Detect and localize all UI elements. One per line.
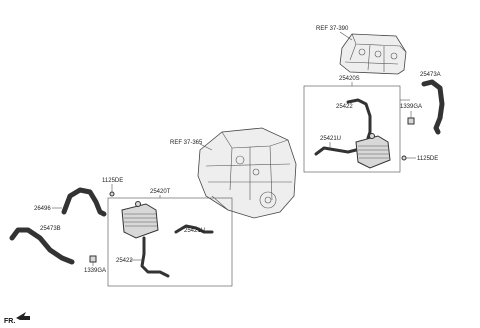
part-25421U-upper-label: 25421U (320, 136, 341, 142)
part-1125DE-right-label: 1125DE (417, 156, 438, 162)
leader-ref-37-365 (199, 143, 213, 151)
hose-25422-upper (346, 98, 372, 140)
oil-cooler-upper (355, 133, 391, 169)
controller-unit-drawing (339, 33, 407, 75)
part-25420S-label: 25420S (339, 76, 360, 82)
bolt-1125DE-left (109, 191, 115, 197)
detail-box-lower (107, 197, 233, 287)
clamp-1339GA-lower (89, 255, 97, 263)
oil-cooler-lower (121, 201, 159, 239)
front-arrow-icon (16, 312, 30, 320)
part-1125DE-left-label: 1125DE (102, 178, 123, 184)
hose-25422-lower (140, 236, 170, 278)
hose-26496 (61, 187, 107, 217)
leader-ref-37-390 (339, 31, 353, 41)
hose-25421U-upper (314, 146, 358, 156)
ref-37-390-label: REF 37-390 (316, 26, 349, 32)
hose-25473A (421, 79, 445, 135)
part-26496-label: 26496 (34, 206, 51, 212)
part-25473B-label: 25473B (40, 226, 61, 232)
part-25421U-lower-label: 25421U (184, 228, 205, 234)
bolt-1125DE-right (401, 155, 407, 161)
ref-37-365-label: REF 37-365 (170, 140, 203, 146)
motor-assembly-drawing (197, 127, 297, 219)
part-25422-upper-label: 25422 (336, 104, 353, 110)
detail-box-upper (303, 85, 401, 173)
part-1339GA-upper-label: 1339GA (400, 104, 422, 110)
clamp-1339GA-upper (407, 117, 415, 125)
part-25422-lower-label: 25422 (116, 258, 133, 264)
part-25420T-label: 25420T (150, 189, 171, 195)
hose-25421U-lower (174, 224, 214, 234)
hose-25473B (9, 227, 75, 265)
part-1339GA-lower-label: 1339GA (84, 268, 106, 274)
front-direction-label: FR. (4, 318, 15, 325)
part-25473A-label: 25473A (420, 72, 441, 78)
